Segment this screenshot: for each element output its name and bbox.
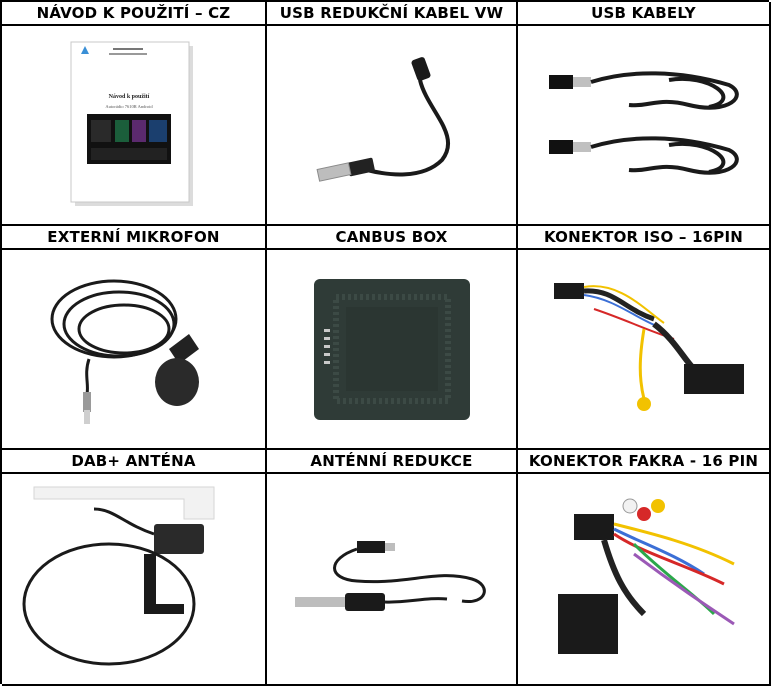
image-manual-booklet: Návod k použití Autorádio 7610R Android <box>2 26 267 226</box>
image-canbus-box <box>267 250 518 450</box>
header-usb-cables: USB KABELY <box>518 2 771 26</box>
antenna-adapter-icon <box>294 541 486 611</box>
usb-cables-icon <box>548 71 739 175</box>
canbus-box-icon <box>313 278 470 420</box>
image-fakra-connector-harness <box>518 474 771 686</box>
image-external-microphone <box>2 250 267 450</box>
header-iso-connector: KONEKTOR ISO – 16PIN <box>518 226 771 250</box>
header-canbus: CANBUS BOX <box>267 226 518 250</box>
iso-connector-icon <box>553 283 744 411</box>
image-antenna-adapter <box>267 474 518 686</box>
header-usb-adapter: USB REDUKČNÍ KABEL VW <box>267 2 518 26</box>
header-manual: NÁVOD K POUŽITÍ – CZ <box>2 2 267 26</box>
image-iso-connector-harness <box>518 250 771 450</box>
image-usb-cables <box>518 26 771 226</box>
header-fakra-connector: KONEKTOR FAKRA - 16 PIN <box>518 450 771 474</box>
manual-booklet-icon: Návod k použití Autorádio 7610R Android <box>70 41 193 206</box>
header-antenna-adapter: ANTÉNNÍ REDUKCE <box>267 450 518 474</box>
manual-subtitle: Autorádio 7610R Android <box>105 104 153 109</box>
image-usb-adapter-cable <box>267 26 518 226</box>
usb-adapter-cable-icon <box>316 57 450 182</box>
dab-antenna-icon <box>22 486 214 666</box>
header-dab-antenna: DAB+ ANTÉNA <box>2 450 267 474</box>
header-microphone: EXTERNÍ MIKROFON <box>2 226 267 250</box>
image-dab-antenna <box>2 474 267 686</box>
fakra-connector-icon <box>557 498 735 654</box>
microphone-icon <box>50 279 199 424</box>
manual-title: Návod k použití <box>108 94 149 100</box>
